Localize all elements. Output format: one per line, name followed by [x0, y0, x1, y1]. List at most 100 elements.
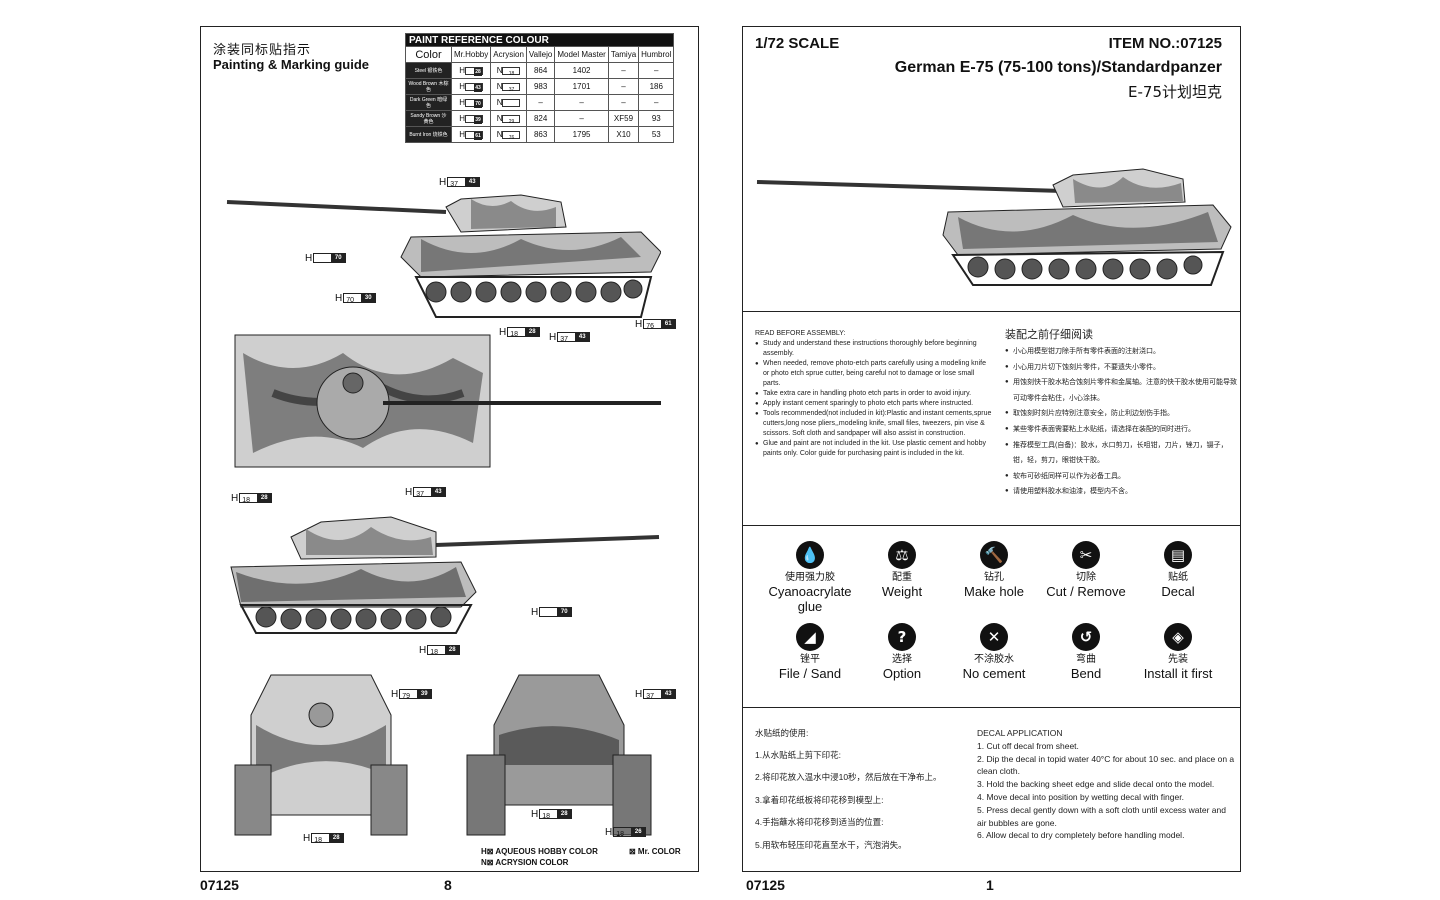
decal-instructions-en: DECAL APPLICATION 1. Cut off decal from … — [977, 727, 1235, 842]
right-page-number: 1 — [986, 877, 994, 893]
paint-mm: – — [554, 110, 609, 127]
paint-tamiya: – — [607, 78, 640, 95]
tank-hero-illustration — [756, 168, 1232, 286]
paint-vallejo: 983 — [525, 78, 556, 95]
symbol-label-en: File / Sand — [778, 666, 842, 681]
read-before-assembly-en: READ BEFORE ASSEMBLY: Study and understa… — [755, 329, 993, 459]
decal-step-en: 3. Hold the backing sheet edge and slide… — [977, 779, 1215, 790]
paint-color-label: Burnt Iron 烧铁色 — [405, 126, 452, 143]
decal-instructions-cn: 水贴纸的使用: 1.从水贴纸上剪下印花: 2.将印花放入温水中浸10秒，然后放在干… — [755, 727, 987, 856]
paint-color-label: Dark Green 暗绿色 — [405, 94, 452, 111]
paint-humbrol: 186 — [638, 78, 675, 95]
symbol-label-cn: 贴纸 — [1168, 572, 1188, 583]
instruction-cn-item: 取蚀刻时刻片应特别注意安全，防止利边划伤手指。 — [1005, 406, 1237, 422]
paint-humbrol: 93 — [638, 110, 675, 127]
cover-instructions-page: 1/72 SCALE ITEM NO.:07125 German E-75 (7… — [742, 26, 1241, 872]
paint-table-header: Acrysion — [490, 46, 527, 63]
instruction-cn-item: 用蚀刻快干胶水粘合蚀刻片零件和金属轴。注意的快干胶水使用可能导致可动零件会粘住，… — [1005, 375, 1237, 406]
weight-icon: ⚖ — [888, 541, 916, 569]
symbol-label-cn: 弯曲 — [1076, 654, 1096, 665]
decal-step-cn: 2.将印花放入温水中浸10秒，然后放在干净布上。 — [755, 772, 942, 783]
instruction-en-item: Study and understand these instructions … — [755, 339, 993, 359]
paint-table-header: Vallejo — [525, 46, 556, 63]
file-icon: ◢ — [796, 623, 824, 651]
tank-side-view-left — [226, 194, 661, 318]
glue-icon: 💧 — [796, 541, 824, 569]
paint-humbrol: – — [638, 94, 675, 111]
paint-color-label: Sandy Brown 沙黄色 — [405, 110, 452, 127]
paint-vallejo: 863 — [525, 126, 556, 143]
title-cn: 涂装同标贴指示 — [213, 43, 312, 58]
install-first-icon: ◈ — [1164, 623, 1192, 651]
paint-humbrol: – — [638, 62, 675, 79]
symbol-label-en: No cement — [962, 666, 1026, 681]
decal-step-cn: 4.手指蘸水将印花移到适当的位置: — [755, 817, 884, 828]
decal-step-cn: 1.从水贴纸上剪下印花: — [755, 749, 841, 760]
painting-guide-page: 涂装同标贴指示 Painting & Marking guide PAINT R… — [200, 26, 699, 872]
instruction-cn-item: 小心用刀片切下蚀刻片零件，不要遗失小零件。 — [1005, 360, 1237, 376]
instruction-en-item: Take extra care in handling photo etch p… — [755, 389, 993, 399]
decal-title-cn: 水贴纸的使用: — [755, 728, 809, 738]
paint-table-header: Humbrol — [638, 46, 675, 63]
no-cement-icon: ✕ — [980, 623, 1008, 651]
symbol-label-cn: 选择 — [892, 654, 912, 665]
decal-step-en: 2. Dip the decal in topid water 40°C for… — [977, 753, 1235, 777]
symbol-label-en: Install it first — [1143, 666, 1213, 681]
cut-icon: ✂ — [1072, 541, 1100, 569]
tank-front-view — [234, 674, 408, 836]
symbol-label-en: Make hole — [964, 584, 1024, 599]
instruction-cn-item: 请使用塑料胶水和油漆，模型内不含。 — [1005, 484, 1237, 500]
tank-side-view-right — [230, 516, 660, 634]
option-icon: ? — [888, 623, 916, 651]
paint-tamiya: X10 — [607, 126, 640, 143]
paint-table-header: Mr.Hobby — [450, 46, 492, 63]
paint-vallejo: 864 — [525, 62, 556, 79]
model-title-cn: E-75计划坦克 — [1128, 83, 1222, 101]
read-before-heading-en: READ BEFORE ASSEMBLY: — [755, 330, 846, 337]
paint-mm: 1402 — [554, 62, 609, 79]
paint-color-label: Steel 银铁色 — [405, 62, 452, 79]
paint-color-label: Wood Brown 木棕色 — [405, 78, 452, 95]
instruction-en-item: When needed, remove photo-etch parts car… — [755, 359, 993, 389]
decal-step-cn: 3.拿着印花纸板将印花移到模型上: — [755, 794, 884, 805]
instruction-cn-item: 软布可砂纸同样可以作为必备工具。 — [1005, 469, 1237, 485]
symbol-label-en: Weight — [881, 584, 923, 599]
symbol-label-cn: 使用强力胶 — [785, 572, 835, 583]
decal-step-en: 4. Move decal into position by wetting d… — [977, 791, 1184, 802]
paint-tamiya: – — [607, 62, 640, 79]
drill-icon: 🔨 — [980, 541, 1008, 569]
symbol-label-cn: 配重 — [892, 572, 912, 583]
symbol-label-cn: 锉平 — [800, 654, 820, 665]
decal-step-en: 6. Allow decal to dry completely before … — [977, 830, 1185, 841]
symbol-label-en: Cut / Remove — [1046, 584, 1126, 599]
paint-vallejo: – — [525, 94, 556, 111]
instruction-cn-item: 推荐模型工具(自备)：胶水，水口剪刀，长咀钳，刀片，锉刀，镊子，钳，轻，剪刀，眼… — [1005, 438, 1237, 469]
paint-mm: 1701 — [554, 78, 609, 95]
paint-mm: 1795 — [554, 126, 609, 143]
decal-icon: ▤ — [1164, 541, 1192, 569]
